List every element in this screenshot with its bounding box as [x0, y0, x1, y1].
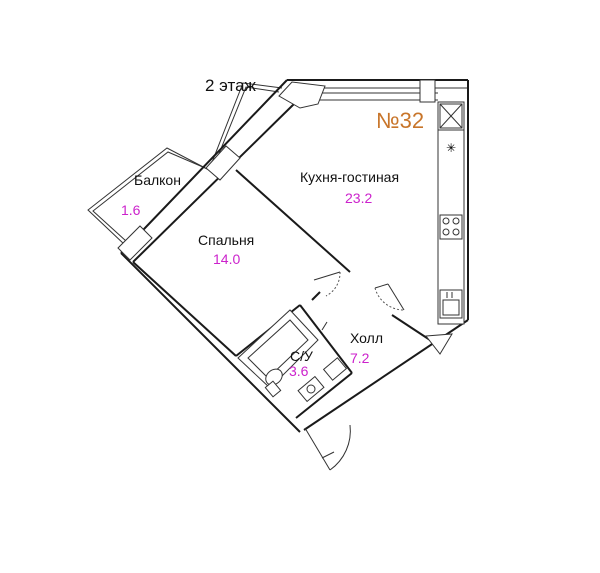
door-icon	[304, 271, 405, 471]
kitchen-counter	[437, 101, 465, 325]
stove-icon	[439, 214, 463, 240]
room-area-balcony: 1.6	[121, 202, 141, 218]
bathtub-icon	[237, 309, 319, 389]
balcony-outline	[87, 82, 283, 246]
svg-text:✳: ✳	[446, 141, 456, 155]
room-name-balcony: Балкон	[134, 172, 181, 188]
apartment-number: №32	[376, 108, 424, 133]
room-area-kitchen: 23.2	[345, 190, 372, 206]
washer-icon	[322, 357, 348, 381]
hood-icon: ✳	[446, 141, 456, 155]
sink-icon	[439, 289, 463, 319]
washbasin-icon	[297, 375, 325, 403]
room-name-bedroom: Спальня	[198, 232, 254, 248]
corner-cabinet	[425, 333, 453, 355]
room-name-hall: Холл	[350, 330, 383, 346]
windows	[117, 79, 436, 261]
room-name-bathroom: С/У	[290, 348, 313, 364]
ventilation-shaft-icon	[439, 103, 463, 129]
floor-label: 2 этаж	[205, 76, 257, 95]
toilet-icon	[264, 368, 283, 398]
room-name-kitchen: Кухня-гостиная	[300, 169, 399, 185]
room-area-bedroom: 14.0	[213, 251, 240, 267]
room-area-bathroom: 3.6	[289, 363, 309, 379]
room-area-hall: 7.2	[350, 350, 370, 366]
